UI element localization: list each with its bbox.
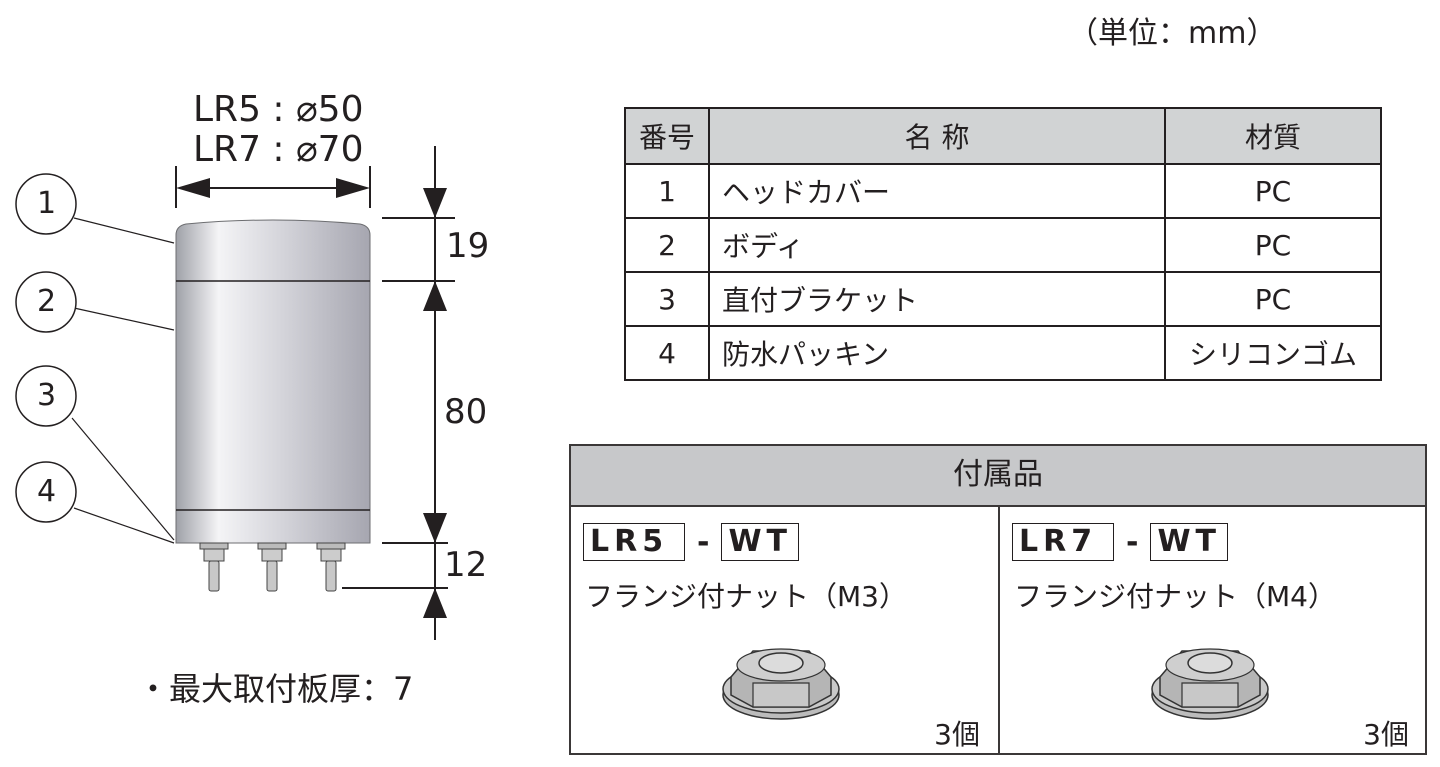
series-tag: LR7: [1012, 523, 1114, 561]
height-dimension-line: [342, 146, 455, 640]
model-code: LR7 - WT: [1012, 523, 1229, 561]
flange-nut-icon: [722, 648, 840, 720]
product-drawing: [15, 146, 455, 640]
series-tag: LR5: [583, 523, 685, 561]
bottom-height-label: 12: [444, 545, 488, 585]
model-code: LR5 - WT: [583, 523, 800, 561]
callout-circle-4: [15, 461, 77, 523]
callout-circle-2: [15, 271, 77, 333]
suffix-tag: WT: [1150, 523, 1229, 561]
row-number: 4: [624, 325, 710, 381]
callout-1: 1: [37, 186, 57, 221]
callout-leaders: [71, 217, 175, 544]
callout-2: 2: [37, 284, 57, 319]
row-number: 2: [624, 217, 710, 273]
row-material: PC: [1164, 217, 1382, 273]
flange-nut-icon: [1151, 648, 1269, 720]
table-row: 4 防水パッキン シリコンゴム: [624, 325, 1382, 381]
cylinder-body: [175, 219, 371, 544]
row-number: 1: [624, 163, 710, 219]
callout-3: 3: [37, 378, 57, 413]
body-height-label: 80: [444, 392, 488, 432]
accessory-item-lr5: LR5 - WT フランジ付ナット（M3） 3個: [571, 507, 1000, 755]
accessories-panel: 付属品 LR5 - WT フランジ付ナット（M3） 3個 LR7 - WT フラ…: [569, 444, 1427, 755]
header-name: 名 称: [708, 107, 1166, 165]
header-material: 材質: [1164, 107, 1382, 165]
diameter-label-lr7: LR7 : ⌀70: [193, 129, 364, 170]
model-dash: -: [697, 524, 710, 560]
row-name: ボディ: [708, 217, 1166, 273]
model-dash: -: [1126, 524, 1139, 560]
parts-table: 番号 名 称 材質 1 ヘッドカバー PC 2 ボディ PC 3 直付ブラケット…: [624, 107, 1382, 381]
row-material: PC: [1164, 163, 1382, 219]
max-mount-thickness-note: ・最大取付板厚：7: [137, 670, 414, 708]
header-number: 番号: [624, 107, 710, 165]
accessories-title: 付属品: [571, 446, 1425, 507]
callout-circle-1: [15, 173, 77, 235]
row-name: 直付ブラケット: [708, 271, 1166, 327]
table-header-row: 番号 名 称 材質: [624, 107, 1382, 165]
table-row: 3 直付ブラケット PC: [624, 271, 1382, 327]
unit-note: （単位：mm）: [1068, 16, 1277, 51]
accessory-name: フランジ付ナット（M4）: [1014, 580, 1336, 613]
diameter-label-lr5: LR5 : ⌀50: [193, 89, 364, 130]
table-row: 2 ボディ PC: [624, 217, 1382, 273]
accessory-item-lr7: LR7 - WT フランジ付ナット（M4） 3個: [1000, 507, 1427, 755]
table-row: 1 ヘッドカバー PC: [624, 163, 1382, 219]
head-height-label: 19: [446, 226, 490, 266]
row-name: ヘッドカバー: [708, 163, 1166, 219]
width-dimension-line: [175, 166, 371, 208]
row-number: 3: [624, 271, 710, 327]
accessory-name: フランジ付ナット（M3）: [585, 580, 907, 613]
accessory-quantity: 3個: [934, 718, 980, 751]
row-name: 防水パッキン: [708, 325, 1166, 381]
callout-4: 4: [37, 474, 57, 509]
callout-circle-3: [15, 365, 77, 427]
accessory-quantity: 3個: [1363, 718, 1409, 751]
suffix-tag: WT: [721, 523, 800, 561]
row-material: シリコンゴム: [1164, 325, 1382, 381]
row-material: PC: [1164, 271, 1382, 327]
mounting-studs: [199, 542, 346, 592]
